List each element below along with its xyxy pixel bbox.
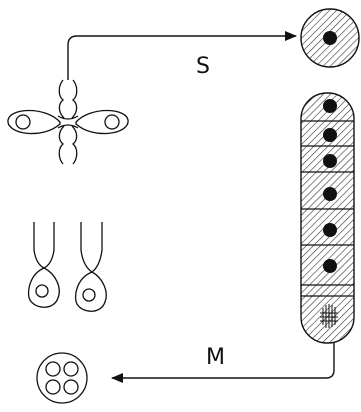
m-arrow [111,343,335,383]
hatched-circle-with-dot-icon [300,8,360,68]
four-dot-circle-icon [36,352,88,404]
four-lobed-cross-icon [7,79,129,165]
s-arrow [67,31,297,80]
label-s: S [196,54,210,79]
hatched-column-with-dots-icon [300,92,355,344]
paired-hanging-drops-icon [27,222,107,312]
label-m: M [206,345,225,370]
